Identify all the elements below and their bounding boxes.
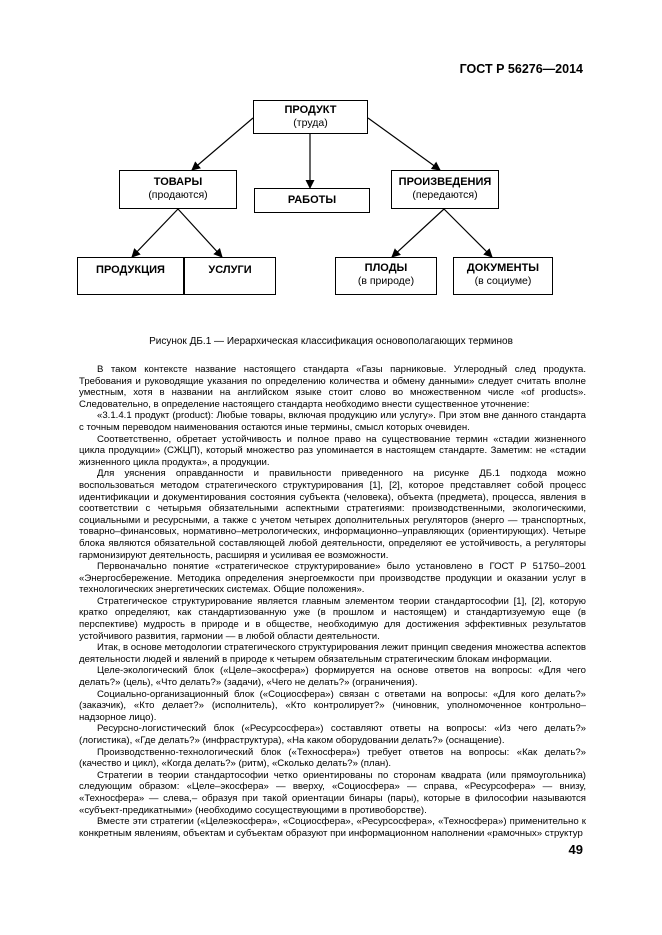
arrow-proizvedeniya-plody [391,208,445,258]
produkciya-box: ПРОДУКЦИЯ [77,257,184,295]
tovary-box: ТОВАРЫ (продаются) [119,170,237,209]
paragraph: Первоначально понятие «стратегическое ст… [79,561,586,596]
diagram-arrows [131,117,493,258]
page-number: 49 [568,842,583,857]
body-text: В таком контексте название настоящего ст… [79,364,586,839]
arrow-tovary-produkciya [131,208,179,258]
produkt-sub: (труда) [293,117,328,129]
paragraph: Итак, в основе методологии стратегическо… [79,642,587,665]
plody-box: ПЛОДЫ (в природе) [335,257,437,295]
uslugi-title: УСЛУГИ [208,264,252,276]
plody-sub: (в природе) [357,275,415,287]
dokumenty-box: ДОКУМЕНТЫ (в социуме) [453,257,553,295]
produkt-box: ПРОДУКТ (труда) [253,100,368,134]
paragraph: В таком контексте название настоящего ст… [79,364,586,410]
arrow-produkt-tovary [191,117,254,171]
produkt-title: ПРОДУКТ [284,104,337,116]
paragraph: Целе-экологический блок («Целе–экосфера»… [79,665,586,689]
tovary-title: ТОВАРЫ [153,176,203,188]
proizvedeniya-box: ПРОИЗВЕДЕНИЯ (передаются) [391,170,499,209]
paragraph: Для уяснения оправданности и правильност… [79,468,586,561]
dokumenty-title: ДОКУМЕНТЫ [466,262,540,274]
paragraph: Производственно-технологический блок («Т… [79,746,586,770]
paragraph: Стратегическое структурирование является… [79,595,586,642]
paragraph: Ресурсно-логистический блок («Ресурсосфе… [79,723,586,746]
produkciya-title: ПРОДУКЦИЯ [96,264,165,276]
dokumenty-sub: (в социуме) [474,275,532,287]
paragraph: Стратегии в теории стандартософии четко … [79,769,586,816]
plody-title: ПЛОДЫ [364,262,408,274]
paragraph: Вместе эти стратегии («Целеэкосфера», «С… [79,816,586,839]
paragraph: Соответственно, обретает устойчивость и … [79,433,586,468]
uslugi-box: УСЛУГИ [184,257,276,295]
arrow-produkt-proizvedeniya [367,117,441,171]
arrow-tovary-uslugi [177,208,223,258]
paragraph: «3.1.4.1 продукт (product): Любые товары… [79,410,586,433]
document-header: ГОСТ Р 56276—2014 [459,62,583,76]
raboty-box: РАБОТЫ [254,188,370,213]
raboty-title: РАБОТЫ [287,194,337,206]
figure-caption: Рисунок ДБ.1 — Иерархическая классификац… [149,336,513,347]
tovary-sub: (продаются) [148,189,208,201]
proizvedeniya-sub: (передаются) [412,189,478,201]
arrow-proizvedeniya-dokumenty [443,208,493,258]
proizvedeniya-title: ПРОИЗВЕДЕНИЯ [398,176,492,188]
paragraph: Социально-организационный блок («Социосф… [79,688,586,723]
